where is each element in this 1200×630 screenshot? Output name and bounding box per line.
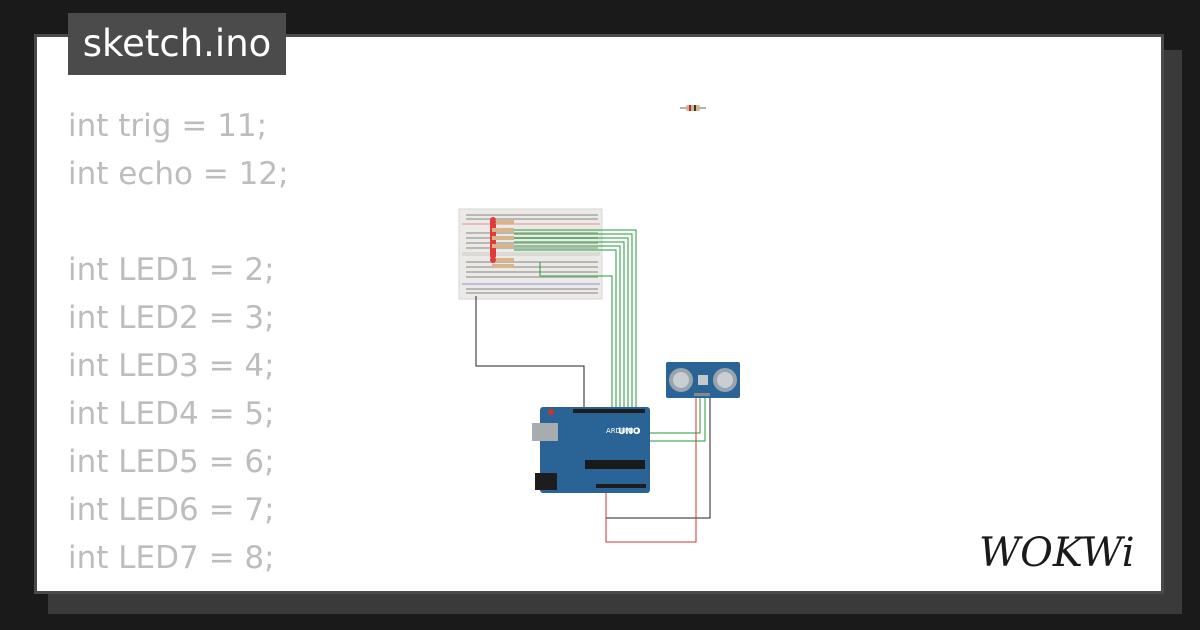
code-line: int LED7 = 8; <box>68 540 275 576</box>
code-line <box>68 198 289 246</box>
signal-wires <box>514 229 706 442</box>
code-line: int echo = 12; <box>68 156 289 192</box>
led-cluster <box>490 217 514 268</box>
filename-badge: sketch.ino <box>68 13 286 75</box>
code-line: int LED6 = 7; <box>68 492 275 528</box>
circuit-diagram: ARDUINO UNO <box>458 105 740 543</box>
ultrasonic-sensor <box>666 362 740 398</box>
code-line: int trig = 11; <box>68 108 268 144</box>
power-wire <box>605 395 697 543</box>
board-model-label: UNO <box>618 427 641 437</box>
wokwi-logo: WOKWi <box>979 530 1135 576</box>
code-line: int LED2 = 3; <box>68 300 275 336</box>
code-line: int LED1 = 2; <box>68 252 275 288</box>
code-line: int LED5 = 6; <box>68 444 275 480</box>
arduino-board: ARDUINO UNO <box>532 407 650 493</box>
resistor-icon <box>680 105 706 111</box>
code-snippet: int trig = 11; int echo = 12; int LED1 =… <box>68 102 289 582</box>
code-line: int LED3 = 4; <box>68 348 275 384</box>
wokwi-logo-text: WOKWi <box>979 530 1135 576</box>
breadboard <box>458 208 603 300</box>
board-brand-label: ARDUINO <box>606 427 639 435</box>
preview-card <box>34 34 1164 594</box>
code-line: int LED4 = 5; <box>68 396 275 432</box>
